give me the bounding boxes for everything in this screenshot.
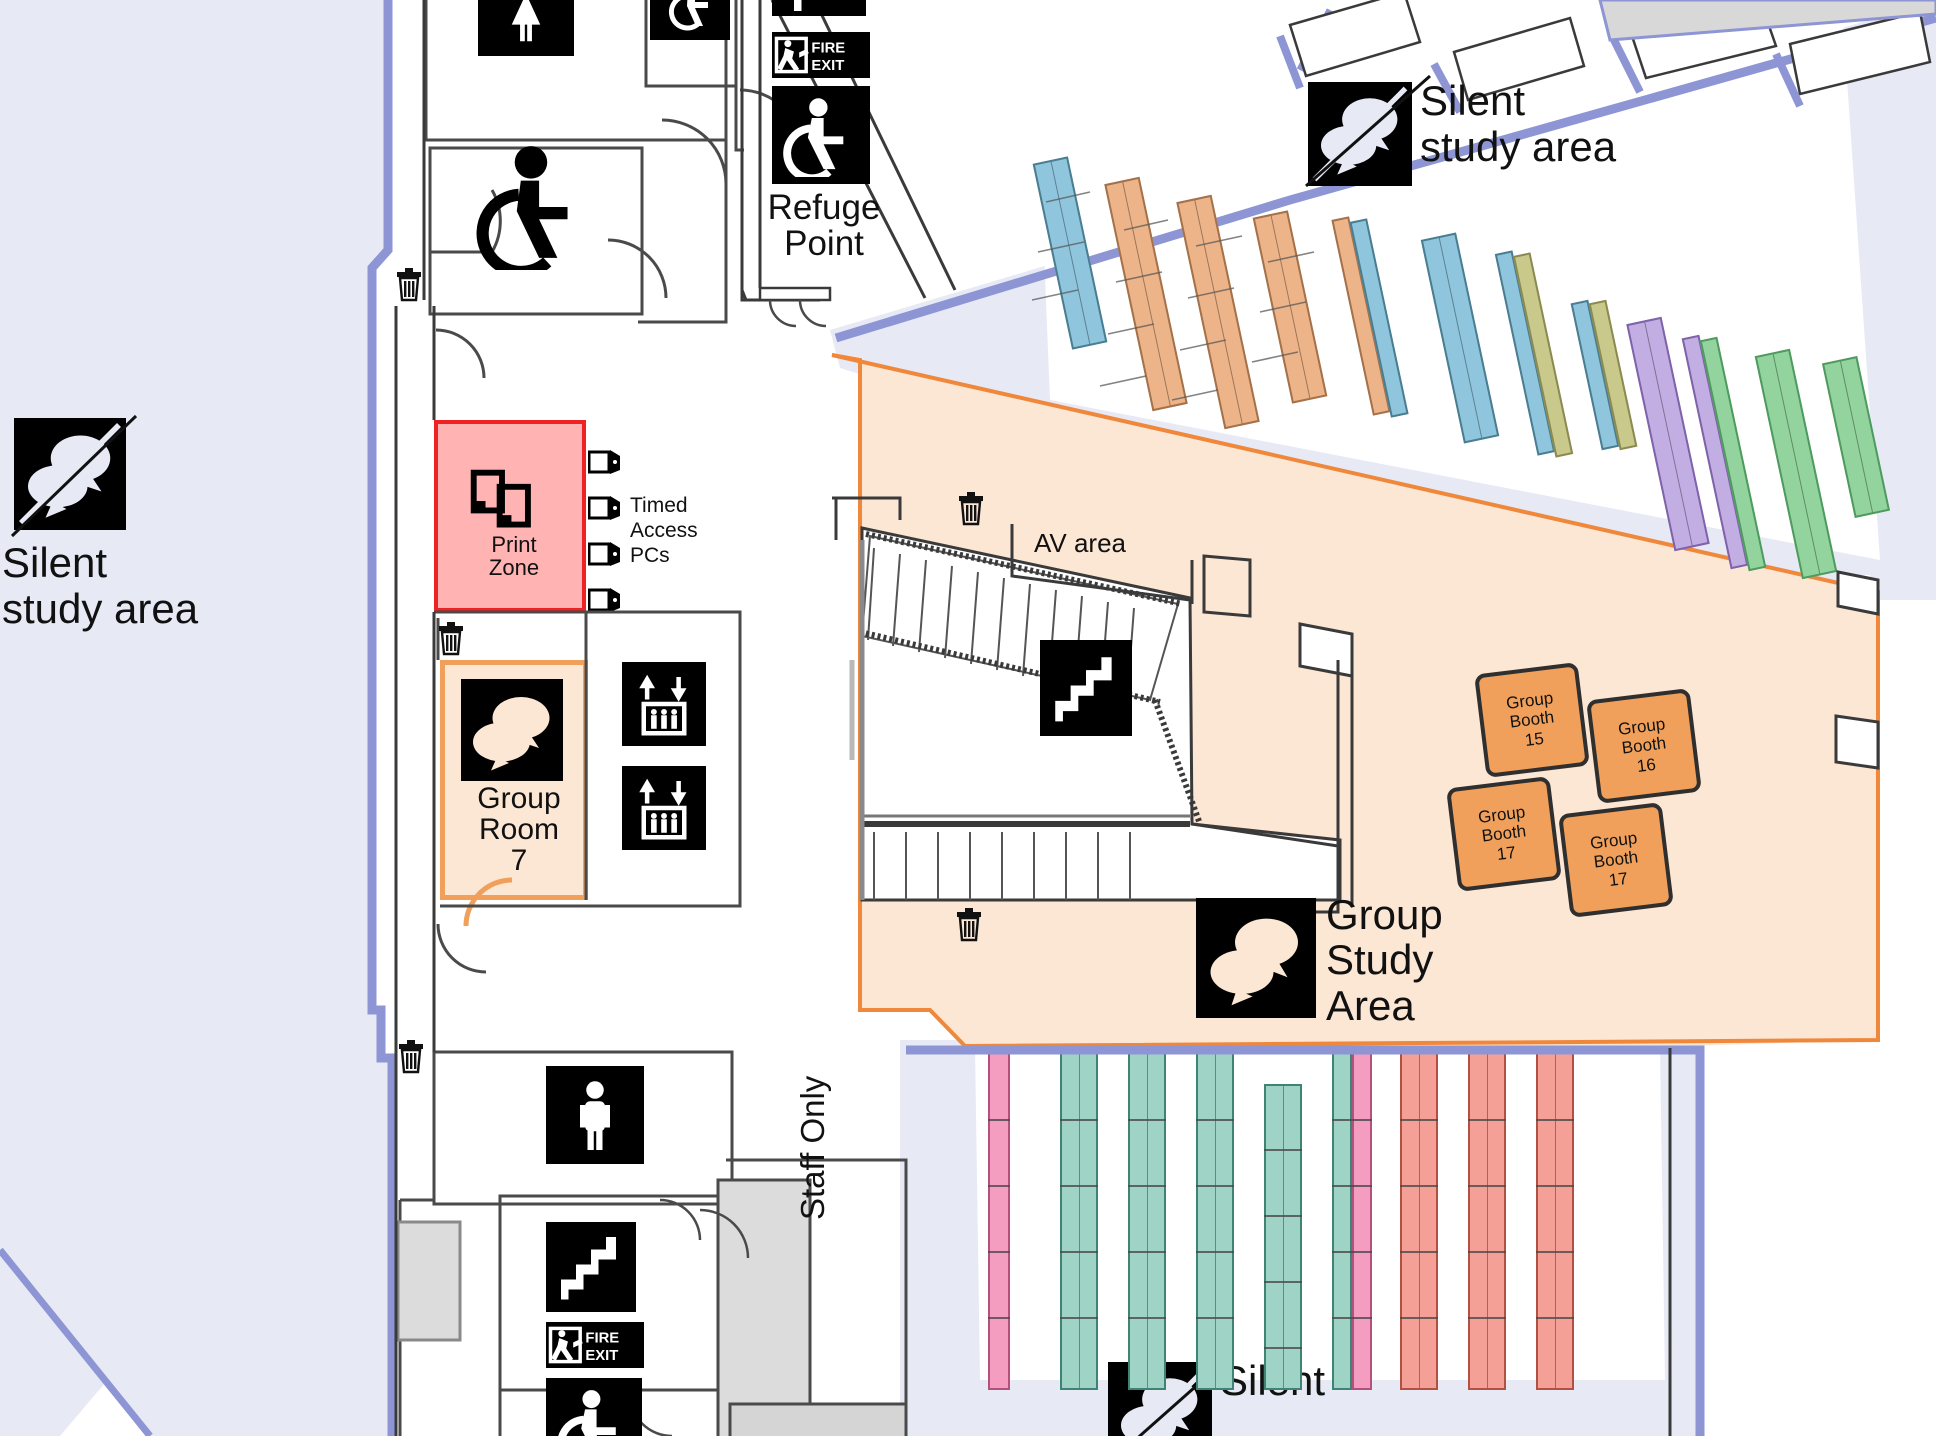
waste-bin-icon bbox=[958, 492, 984, 531]
stairs-icon bbox=[1040, 640, 1132, 736]
waste-bin-icon bbox=[398, 1040, 424, 1079]
fire-exit-icon: FIRE EXIT bbox=[772, 32, 870, 78]
male-toilet-icon bbox=[546, 1066, 644, 1164]
svg-text:EXIT: EXIT bbox=[585, 1348, 618, 1364]
waste-bin-icon bbox=[438, 622, 464, 661]
silent-study-label-topright-text: Silent study area bbox=[1420, 77, 1617, 171]
group-study-icon bbox=[1196, 898, 1316, 1018]
av-area-label: AV area bbox=[1033, 528, 1126, 558]
group-study-label-text: Group Study Area bbox=[1326, 891, 1443, 1029]
waste-bin-icon bbox=[396, 268, 422, 307]
print-zone[interactable]: Print Zone bbox=[434, 420, 586, 612]
svg-text:FIRE: FIRE bbox=[585, 1330, 619, 1346]
timed-access-pcs-label: Timed Access PCs bbox=[630, 494, 698, 567]
lift-icon bbox=[622, 662, 706, 746]
svg-text:EXIT: EXIT bbox=[811, 58, 844, 74]
lift-icon bbox=[622, 766, 706, 850]
wheelchair-icon bbox=[546, 1378, 642, 1436]
refuge-point-label: Refuge Point bbox=[767, 188, 881, 264]
silent-study-label-left-text: Silent study area bbox=[2, 539, 199, 633]
pc-desk-icon bbox=[588, 586, 622, 614]
group-room-7[interactable]: Group Room 7 bbox=[440, 660, 588, 900]
accessible-toilet-icon bbox=[650, 0, 730, 40]
wheelchair-icon bbox=[772, 86, 870, 184]
fire-exit-icon: FIRE EXIT bbox=[546, 1322, 644, 1368]
printer-icon bbox=[464, 468, 540, 534]
group-room-7-label: Group Room 7 bbox=[477, 782, 561, 878]
group-room-door bbox=[463, 877, 513, 927]
pc-desk-icon bbox=[588, 540, 622, 568]
timed-access-pcs-group: Timed Access PCs bbox=[588, 448, 718, 618]
waste-bin-icon bbox=[956, 908, 982, 947]
stairs-icon bbox=[546, 1222, 636, 1312]
stairs-icon bbox=[772, 0, 866, 16]
pc-desk-icon bbox=[588, 494, 622, 522]
group-study-icon bbox=[461, 679, 563, 781]
print-zone-label: Print Zone bbox=[488, 532, 540, 580]
female-toilet-icon bbox=[478, 0, 574, 56]
svg-text:FIRE: FIRE bbox=[811, 40, 845, 56]
accessible-toilet-icon bbox=[468, 140, 598, 270]
pc-desk-icon bbox=[588, 448, 622, 476]
